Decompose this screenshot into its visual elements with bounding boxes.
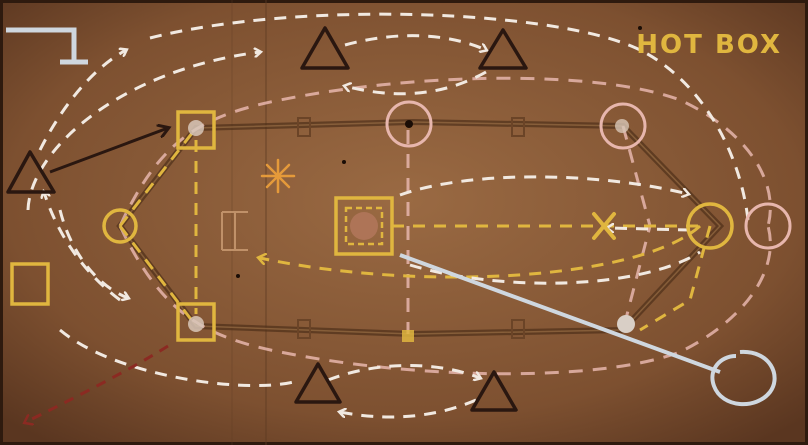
speck bbox=[638, 26, 642, 30]
lightblue-marker-line bbox=[6, 27, 88, 65]
white-arrow-left-up bbox=[44, 192, 121, 302]
star-icon bbox=[260, 158, 296, 194]
square-icon bbox=[176, 302, 216, 342]
x-mark-icon bbox=[592, 212, 616, 240]
white-arrow-to-top-left bbox=[38, 50, 126, 151]
white-arrow-outer-right bbox=[149, 12, 750, 221]
track-bracket bbox=[511, 319, 525, 339]
square-icon bbox=[10, 262, 50, 306]
square-icon bbox=[176, 110, 216, 150]
yellow-square-markers bbox=[10, 110, 394, 342]
square-icon bbox=[334, 196, 394, 256]
white-arrow-top-left bbox=[345, 70, 487, 96]
base-plate bbox=[615, 119, 629, 133]
white-arrow-center-right bbox=[399, 175, 688, 195]
track-bracket bbox=[511, 117, 525, 137]
triangle-icon bbox=[478, 28, 528, 70]
pink-markers bbox=[385, 100, 792, 250]
pitcher-mound bbox=[350, 212, 378, 240]
white-arrow-top-right bbox=[344, 34, 486, 50]
base-plate bbox=[188, 120, 204, 136]
dot bbox=[405, 120, 413, 128]
base-plate bbox=[188, 316, 204, 332]
speck bbox=[236, 274, 240, 278]
lightblue-line bbox=[399, 253, 721, 374]
hurdle bbox=[221, 211, 248, 251]
speck bbox=[342, 160, 346, 164]
square-icon bbox=[402, 330, 414, 342]
circle-icon bbox=[599, 102, 647, 150]
white-arrow-outer-top bbox=[26, 52, 260, 211]
white-arrow-center-left bbox=[608, 228, 691, 230]
yellow-routes bbox=[118, 127, 712, 332]
white-arrow-outer-bottom bbox=[59, 328, 301, 388]
yellow-circle-markers bbox=[102, 202, 734, 250]
circle-icon bbox=[686, 202, 734, 250]
dark-throw-arrow bbox=[49, 128, 168, 174]
white-arrow-center-lower bbox=[409, 250, 701, 285]
red-arrow-out bbox=[26, 344, 169, 422]
triangle-icon bbox=[470, 370, 518, 412]
lightblue-loop bbox=[710, 349, 777, 407]
yellow-return-arrow bbox=[260, 224, 702, 279]
triangle-icon bbox=[300, 26, 350, 70]
diagram-title: HOT BOX bbox=[636, 30, 782, 60]
track-bracket bbox=[297, 117, 311, 137]
white-arrow-bottom-left bbox=[340, 398, 477, 419]
lightblue-runner-path bbox=[399, 253, 777, 407]
square-icon bbox=[344, 206, 384, 246]
ball bbox=[617, 315, 635, 333]
triangle-icon bbox=[6, 150, 56, 194]
triangle-icon bbox=[294, 362, 342, 404]
circle-icon bbox=[385, 100, 433, 148]
dark-triangle-markers bbox=[6, 26, 528, 412]
circle-icon bbox=[744, 202, 792, 250]
circle-icon bbox=[102, 208, 138, 244]
yellow-right-lower bbox=[639, 225, 712, 332]
track-bracket bbox=[297, 319, 311, 339]
white-routes bbox=[26, 12, 750, 419]
